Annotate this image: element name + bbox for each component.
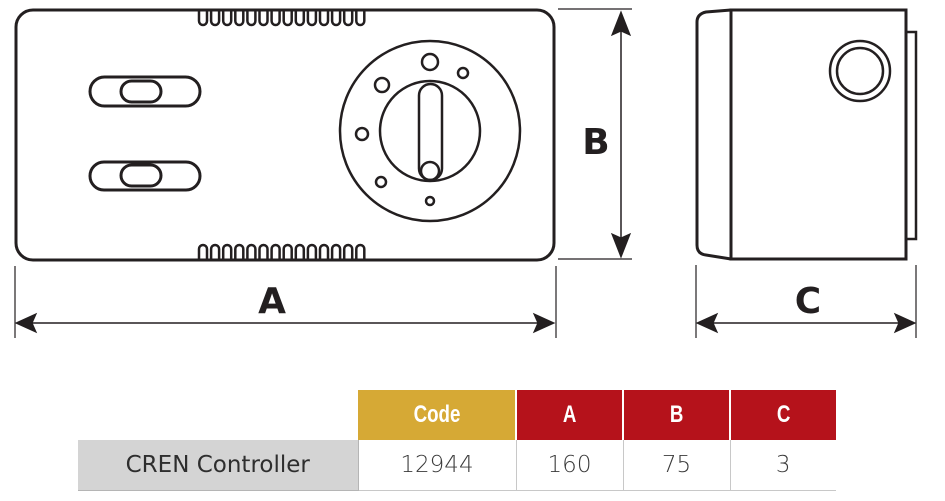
vent-slot [234,243,245,259]
dimension-drawing: A B C [14,8,918,338]
side-view-knob-inner [835,46,885,96]
side-view-front-cover [695,8,732,261]
spec-table: Code A B C CREN Controller 12944 160 75 … [78,390,836,491]
header-code: Code [358,390,517,440]
table-header-row: Code A B C [78,390,836,440]
header-a: A [516,390,624,440]
vent-slot [330,11,342,27]
vent-slot [306,243,318,259]
vent-slot [246,11,257,27]
code-cell: 12944 [358,440,517,491]
dimension-c-cell: 3 [730,440,836,491]
vent-slot [246,243,257,259]
arrow-up-icon [610,10,632,37]
temperature-dial [338,39,522,223]
vent-slot [330,243,342,259]
dimension-a-label: A [258,281,286,322]
dimension-a-cell: 160 [516,440,624,491]
vent-slot [355,11,366,27]
dial-marker [420,52,440,72]
vent-slot [258,11,269,27]
vent-slot [318,11,330,27]
vent-slot [209,11,221,27]
vent-slot [270,243,281,259]
vent-slot [221,243,233,259]
slider-switch-top [88,75,202,108]
vent-slot [258,243,269,259]
dimension-c-label: C [795,281,821,322]
top-vent-slots [197,11,366,27]
vent-slot [342,243,354,259]
dial-marker [354,126,370,142]
vent-slot [282,243,293,259]
header-c: C [730,390,836,440]
slider-switch-bottom [88,160,202,192]
side-view-back-plate [904,30,918,241]
arrow-right-icon [532,312,556,334]
dimension-b-cell: 75 [623,440,731,491]
vent-slot [221,11,233,27]
vent-slot [234,11,245,27]
dial-pointer-tip [419,160,441,182]
product-name-cell: CREN Controller [78,440,359,491]
header-blank [78,390,358,440]
vent-slot [355,243,366,259]
arrow-left-icon [695,312,719,334]
vent-slot [282,11,293,27]
vent-slot [294,11,306,27]
vent-slot [197,11,209,27]
vent-slot [294,243,306,259]
dial-marker [456,66,470,80]
vent-slot [270,11,281,27]
bottom-vent-slots [197,243,366,259]
dimension-b-label: B [582,122,609,163]
vent-slot [197,243,209,259]
arrow-right-icon [893,312,917,334]
arrow-down-icon [610,232,632,259]
dial-marker [374,175,388,189]
arrow-left-icon [14,312,38,334]
header-b: B [623,390,731,440]
dial-marker [424,195,436,207]
vent-slot [306,11,318,27]
vent-slot [318,243,330,259]
dial-marker [373,76,391,94]
side-view-knob-outer [828,39,892,103]
vent-slot [342,11,354,27]
dial-knob [378,79,482,183]
front-view-body [14,8,556,262]
dial-outer-ring [338,39,522,223]
table-row: CREN Controller 12944 160 75 3 [78,440,836,491]
side-view [695,8,918,261]
vent-slot [209,243,221,259]
